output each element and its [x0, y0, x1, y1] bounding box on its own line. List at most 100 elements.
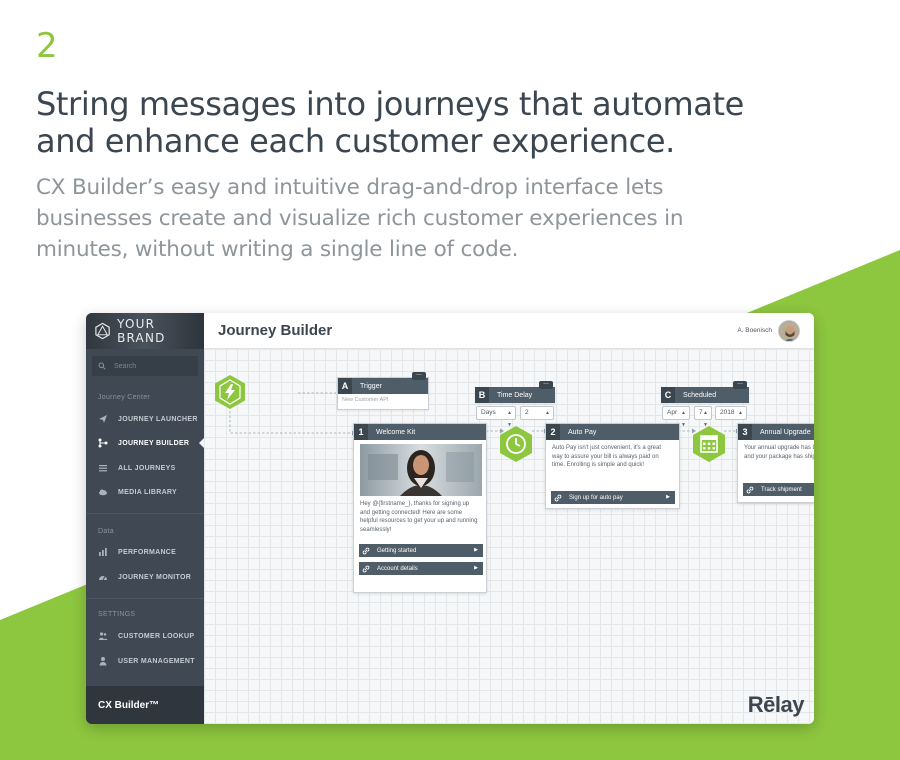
sidebar-divider [86, 513, 204, 514]
sidebar-divider [86, 598, 204, 599]
subheadline-line: businesses create and visualize rich cus… [36, 206, 684, 231]
avatar-image [779, 321, 799, 341]
delay-amount-select[interactable]: 2 ▲▼ [520, 406, 554, 428]
subheadline: CX Builder’s easy and intuitive drag-and… [36, 172, 866, 265]
brand-logo[interactable]: YOUR BRAND [86, 313, 204, 349]
card-title: Welcome Kit [376, 428, 416, 436]
link-button-getting-started[interactable]: Getting started ▶ [359, 544, 483, 557]
section-label-settings: SETTINGS [98, 611, 136, 618]
sidebar-item-journey-monitor[interactable]: JOURNEY MONITOR [86, 566, 204, 588]
card-message: Hey @{firstname_}, thanks for signing up… [360, 501, 478, 533]
sidebar-item-label: MEDIA LIBRARY [118, 488, 177, 496]
chevron-right-icon: ▶ [666, 494, 670, 500]
chevron-down-icon: ▲▼ [681, 410, 686, 428]
schedule-month-select[interactable]: Apr ▲▼ [662, 406, 690, 428]
message-card-auto-pay[interactable]: 2 Auto Pay Auto Pay isn't just convenien… [545, 423, 680, 509]
user-name[interactable]: A. Boenisch [737, 327, 772, 334]
brand-name: YOUR BRAND [117, 317, 166, 345]
link-button-label: Sign up for auto pay [569, 494, 623, 501]
node-title: Scheduled [683, 391, 717, 399]
more-icon[interactable]: ... [412, 370, 426, 380]
calendar-icon[interactable] [691, 425, 727, 463]
search-input[interactable]: Search [92, 356, 198, 376]
journey-canvas[interactable]: ... A Trigger New Customer API ... B Tim… [204, 349, 814, 724]
node-letter: B [475, 387, 489, 403]
link-icon [743, 483, 757, 496]
node-title: Time Delay [497, 391, 533, 399]
node-title: Trigger [360, 382, 382, 390]
sidebar-item-label: JOURNEY MONITOR [118, 573, 192, 581]
link-icon [359, 562, 373, 575]
more-icon[interactable]: ... [539, 379, 553, 389]
sidebar-item-user-management[interactable]: USER MANAGEMENT [86, 650, 204, 672]
node-letter: A [338, 378, 352, 394]
chevron-right-icon: ▶ [474, 547, 478, 553]
list-icon [98, 463, 108, 473]
link-button-label: Account details [377, 565, 418, 572]
link-button-account-details[interactable]: Account details ▶ [359, 562, 483, 575]
select-value: Apr [667, 409, 678, 416]
chevron-down-icon: ▲▼ [703, 410, 708, 428]
headline-line: String messages into journeys that autom… [36, 85, 744, 123]
link-button-track-shipment[interactable]: Track shipment ▶ [743, 483, 814, 496]
relay-logo: Rēlay [747, 692, 805, 717]
sidebar-item-media-library[interactable]: MEDIA LIBRARY [86, 481, 204, 503]
users-icon [98, 631, 108, 641]
link-button-auto-pay[interactable]: Sign up for auto pay ▶ [551, 491, 675, 504]
sidebar-item-label: ALL JOURNEYS [118, 464, 176, 472]
card-number: 3 [738, 424, 752, 440]
sidebar-item-label: USER MANAGEMENT [118, 657, 195, 665]
schedule-day-select[interactable]: 7 ▲▼ [694, 406, 712, 428]
delay-unit-select[interactable]: Days ▲▼ [476, 406, 516, 428]
sidebar-item-performance[interactable]: PERFORMANCE [86, 541, 204, 563]
trigger-node[interactable]: ... A Trigger New Customer API [337, 370, 429, 410]
trigger-lightning-icon[interactable] [212, 374, 248, 410]
schedule-year-select[interactable]: 2018 ▲▼ [715, 406, 747, 428]
select-value: 2018 [720, 409, 735, 416]
paper-plane-icon [98, 414, 108, 424]
brand-icon [95, 322, 110, 340]
chevron-down-icon: ▲▼ [507, 410, 512, 428]
sidebar-item-all-journeys[interactable]: ALL JOURNEYS [86, 457, 204, 479]
section-label-journey-center: Journey Center [98, 394, 151, 401]
card-message: Auto Pay isn't just convenient, it's a g… [552, 445, 662, 468]
time-delay-node[interactable]: ... B Time Delay [475, 379, 555, 403]
cloud-icon [98, 487, 108, 497]
branch-icon [98, 438, 108, 448]
top-bar: Journey Builder A. Boenisch [204, 313, 814, 349]
scheduled-node[interactable]: ... C Scheduled [661, 379, 749, 403]
search-icon [98, 362, 106, 370]
more-icon[interactable]: ... [733, 379, 747, 389]
sidebar-item-label: JOURNEY LAUNCHER [118, 415, 198, 423]
search-placeholder: Search [114, 362, 137, 370]
select-value: 7 [699, 409, 703, 416]
sidebar-item-customer-lookup[interactable]: CUSTOMER LOOKUP [86, 625, 204, 647]
subheadline-line: CX Builder’s easy and intuitive drag-and… [36, 175, 664, 200]
page-title: Journey Builder [218, 322, 333, 339]
card-message: Your annual upgrade has been processed a… [744, 445, 814, 460]
card-number: 2 [546, 424, 560, 440]
step-number: 2 [36, 26, 58, 66]
clock-icon[interactable] [498, 425, 534, 463]
link-button-label: Getting started [377, 547, 417, 554]
card-title: Annual Upgrade [760, 428, 811, 436]
link-icon [359, 544, 373, 557]
welcome-photo [360, 444, 482, 496]
card-number: 1 [354, 424, 368, 440]
sidebar: YOUR BRAND Search Journey Center JOURNEY… [86, 313, 204, 724]
avatar[interactable] [778, 320, 800, 342]
link-button-label: Track shipment [761, 486, 802, 493]
link-icon [551, 491, 565, 504]
message-card-annual-upgrade[interactable]: 3 Annual Upgrade Your annual upgrade has… [737, 423, 814, 503]
sidebar-footer: CX Builder™ [86, 686, 204, 724]
gauge-icon [98, 572, 108, 582]
trigger-source: New Customer API [342, 397, 389, 403]
bar-chart-icon [98, 547, 108, 557]
sidebar-item-label: JOURNEY BUILDER [118, 439, 190, 447]
headline: String messages into journeys that autom… [36, 86, 856, 160]
sidebar-item-journey-launcher[interactable]: JOURNEY LAUNCHER [86, 408, 204, 430]
chevron-right-icon: ▶ [474, 565, 478, 571]
sidebar-item-journey-builder[interactable]: JOURNEY BUILDER [86, 432, 204, 454]
user-icon [98, 656, 108, 666]
message-card-welcome-kit[interactable]: 1 Welcome Kit Hey @{firstname_}, thanks … [353, 423, 487, 593]
